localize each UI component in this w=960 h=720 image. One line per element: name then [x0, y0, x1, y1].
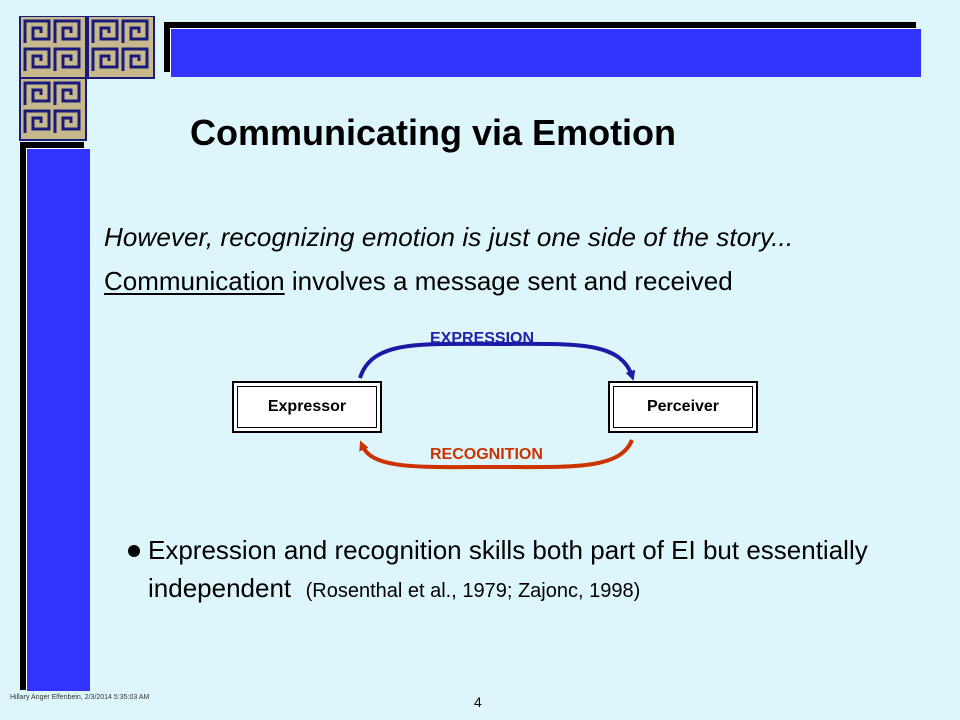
bullet-main: Expression and recognition skills both p…: [148, 535, 868, 603]
footer-note: Hillary Anger Elfenbein, 2/3/2014 5:35:0…: [10, 694, 150, 701]
greek-key-logo-icon: [19, 16, 155, 141]
expression-arrow-icon: [358, 341, 636, 381]
bullet-icon: [128, 545, 140, 557]
bullet-citation: (Rosenthal et al., 1979; Zajonc, 1998): [305, 580, 641, 602]
page-number: 4: [474, 694, 482, 710]
expression-label: EXPRESSION: [430, 330, 535, 347]
intro-line: However, recognizing emotion is just one…: [104, 222, 794, 252]
expressor-box: Expressor: [232, 381, 382, 433]
communication-rest: involves a message sent and received: [284, 266, 733, 296]
bullet-text: Expression and recognition skills both p…: [148, 531, 938, 610]
communication-term: Communication: [104, 266, 285, 296]
slide-title: Communicating via Emotion: [190, 112, 677, 153]
top-decorative-bar: [170, 28, 921, 77]
communication-line: Communication involves a message sent an…: [104, 266, 733, 297]
perceiver-label: Perceiver: [646, 398, 720, 415]
left-decorative-bar: [26, 148, 90, 691]
perceiver-box: Perceiver: [608, 381, 758, 433]
recognition-label: RECOGNITION: [430, 446, 543, 463]
expressor-label: Expressor: [267, 398, 347, 415]
